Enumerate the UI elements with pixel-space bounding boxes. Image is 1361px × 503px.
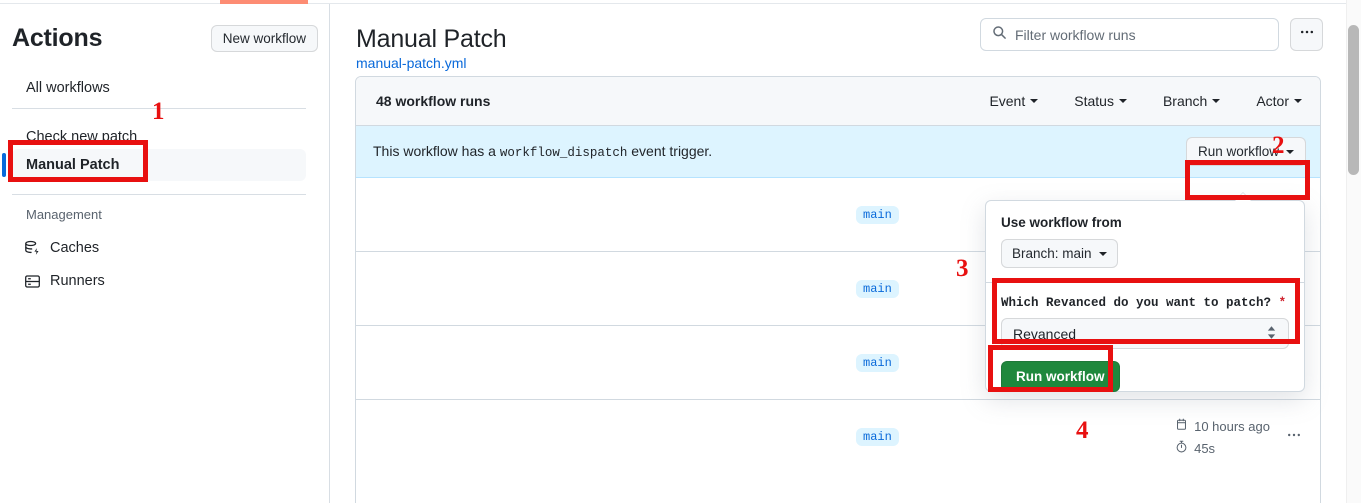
chevron-down-icon bbox=[1098, 251, 1107, 256]
sidebar-item-label: All workflows bbox=[26, 80, 110, 96]
page-title-actions: Actions bbox=[12, 24, 103, 52]
calendar-icon bbox=[1175, 418, 1188, 434]
filter-workflow-runs-input[interactable]: Filter workflow runs bbox=[980, 18, 1279, 51]
workflow-runs-header: 48 workflow runs Event Status Branch bbox=[356, 77, 1320, 126]
filter-label: Event bbox=[989, 93, 1026, 109]
sidebar-section-management: Management bbox=[26, 207, 102, 222]
row-options-button[interactable] bbox=[1282, 427, 1306, 447]
use-workflow-from-section: Use workflow from Branch: main bbox=[986, 201, 1304, 268]
sidebar-divider bbox=[12, 194, 306, 195]
sidebar-divider bbox=[12, 108, 306, 109]
new-workflow-button[interactable]: New workflow bbox=[210, 25, 318, 52]
workflow-file-link[interactable]: manual-patch.yml bbox=[356, 55, 467, 71]
workflow-runs-filters: Event Status Branch Actor bbox=[989, 93, 1302, 109]
branch-badge[interactable]: main bbox=[856, 353, 899, 372]
kebab-horizontal-icon bbox=[1286, 427, 1302, 448]
branch-badge[interactable]: main bbox=[856, 205, 899, 224]
chevron-down-icon bbox=[1212, 99, 1221, 103]
table-row[interactable]: main bbox=[356, 252, 1320, 326]
sidebar-item-label: Runners bbox=[50, 273, 105, 289]
chevron-down-icon bbox=[1286, 149, 1294, 154]
revanced-select-value: Revanced bbox=[1013, 325, 1077, 342]
run-workflow-submit-button[interactable]: Run workflow bbox=[1001, 361, 1120, 392]
kebab-horizontal-icon bbox=[1299, 24, 1315, 45]
filter-event-dropdown[interactable]: Event bbox=[989, 93, 1039, 109]
sidebar-item-label: Check new patch bbox=[26, 129, 138, 145]
select-updown-icon bbox=[1266, 325, 1277, 343]
top-hairline bbox=[0, 3, 1346, 4]
filter-placeholder-text: Filter workflow runs bbox=[1015, 26, 1136, 43]
sidebar-item-runners[interactable]: Runners bbox=[24, 267, 306, 295]
run-timestamp: 10 hours ago bbox=[1175, 418, 1270, 434]
filter-label: Branch bbox=[1162, 93, 1208, 109]
stopwatch-icon bbox=[1175, 440, 1188, 456]
sidebar-item-all-workflows[interactable]: All workflows bbox=[12, 72, 306, 104]
filter-label: Actor bbox=[1256, 93, 1289, 109]
page-loading-progress-bar bbox=[220, 0, 308, 4]
table-row[interactable]: main 10 hours ago bbox=[356, 400, 1320, 474]
timestamp-text: 10 hours ago bbox=[1194, 418, 1270, 434]
chevron-down-icon bbox=[1118, 99, 1127, 103]
cache-icon bbox=[24, 240, 41, 257]
branch-badge[interactable]: main bbox=[856, 428, 899, 446]
required-asterisk: * bbox=[1278, 296, 1287, 310]
workflow-runs-count: 48 workflow runs bbox=[376, 93, 491, 109]
server-icon bbox=[24, 273, 41, 290]
input-label-text: Which Revanced do you want to patch? bbox=[1001, 296, 1272, 310]
workflow-title: Manual Patch bbox=[356, 25, 507, 53]
sidebar-item-caches[interactable]: Caches bbox=[24, 234, 306, 262]
revanced-select[interactable]: Revanced bbox=[1001, 318, 1289, 349]
filter-label: Status bbox=[1074, 93, 1114, 109]
chevron-down-icon bbox=[1294, 99, 1302, 103]
filter-branch-dropdown[interactable]: Branch bbox=[1162, 93, 1221, 109]
run-duration: 45s bbox=[1175, 440, 1270, 456]
actions-sidebar: Actions New workflow All workflows Check… bbox=[0, 4, 330, 503]
sidebar-header: Actions New workflow bbox=[12, 22, 318, 56]
workflow-input-label: Which Revanced do you want to patch? * bbox=[986, 283, 1304, 310]
dispatch-text-before: This workflow has a bbox=[373, 143, 496, 159]
branch-select-label: Branch: main bbox=[1012, 246, 1092, 261]
sidebar-item-label: Caches bbox=[50, 240, 100, 256]
branch-select-button[interactable]: Branch: main bbox=[1001, 239, 1118, 268]
use-workflow-from-label: Use workflow from bbox=[1001, 215, 1122, 230]
popover-arrow bbox=[1234, 193, 1252, 202]
run-meta: 10 hours ago 45s bbox=[1175, 418, 1270, 456]
search-icon bbox=[992, 25, 1007, 45]
duration-text: 45s bbox=[1194, 440, 1216, 456]
workflow-options-button[interactable] bbox=[1290, 18, 1323, 51]
branch-badge[interactable]: main bbox=[856, 279, 899, 298]
sidebar-item-manual-patch[interactable]: Manual Patch bbox=[2, 149, 306, 181]
sidebar-item-label: Manual Patch bbox=[26, 157, 120, 173]
dispatch-text-after: event trigger. bbox=[631, 143, 713, 159]
filter-actor-dropdown[interactable]: Actor bbox=[1256, 93, 1302, 109]
run-workflow-trigger-label: Run workflow bbox=[1197, 144, 1279, 159]
page-scrollbar-thumb[interactable] bbox=[1348, 25, 1359, 175]
workflow-dispatch-banner: This workflow has a workflow_dispatch ev… bbox=[356, 126, 1320, 178]
dispatch-event-code: workflow_dispatch bbox=[499, 146, 628, 160]
table-row[interactable]: main bbox=[356, 178, 1320, 252]
run-workflow-dropdown-button[interactable]: Run workflow bbox=[1185, 137, 1306, 166]
run-workflow-popover: Use workflow from Branch: main Which Rev… bbox=[985, 200, 1305, 392]
dispatch-banner-text: This workflow has a workflow_dispatch ev… bbox=[373, 143, 712, 160]
filter-status-dropdown[interactable]: Status bbox=[1074, 93, 1127, 109]
chevron-down-icon bbox=[1030, 99, 1039, 103]
